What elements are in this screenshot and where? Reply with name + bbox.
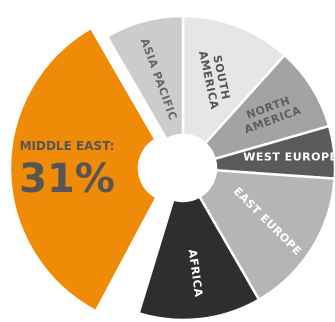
pie-label-middle-east: MIDDLE EAST: xyxy=(20,139,115,153)
pie-center-hole xyxy=(150,135,216,201)
pie-slice-middle-east xyxy=(8,26,159,313)
pie-slice-asia-pacific xyxy=(105,14,185,142)
pie-label-west-europe: WEST EUROPE xyxy=(243,151,335,164)
pie-value-middle-east: 31% xyxy=(19,156,115,202)
